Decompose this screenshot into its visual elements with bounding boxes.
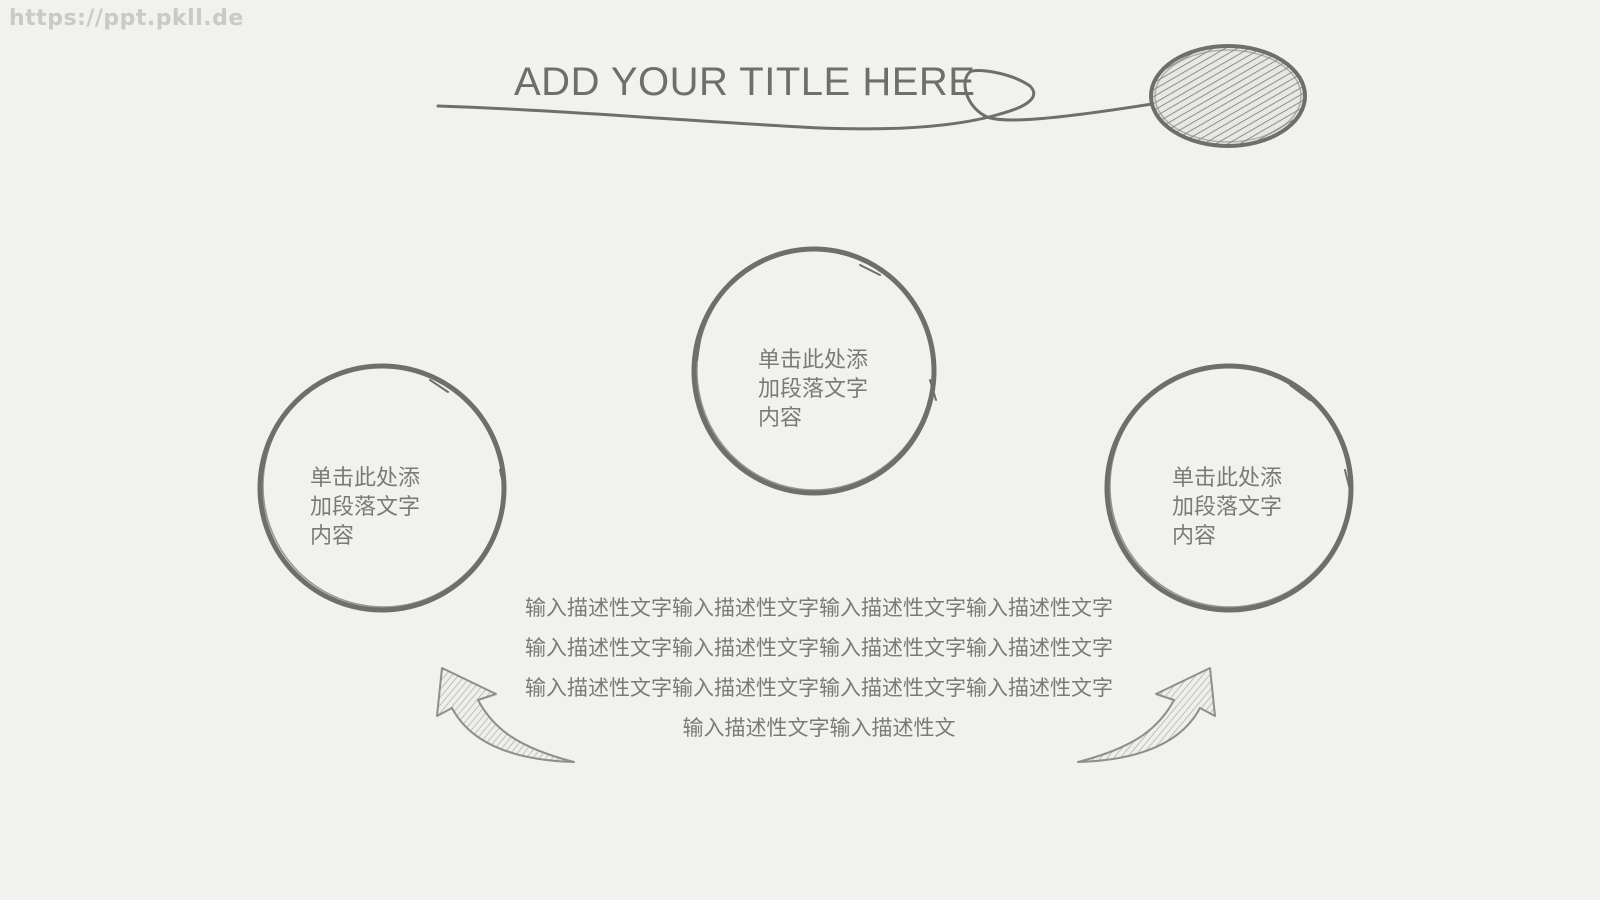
circle-left-text[interactable]: 单击此处添加段落文字内容 [310,466,421,549]
circle-top-text[interactable]: 单击此处添加段落文字内容 [758,348,869,431]
circle-top [691,246,937,496]
circle-right-text[interactable]: 单击此处添加段落文字内容 [1172,466,1283,549]
arrow-right-icon [1077,667,1216,763]
arrow-left-icon [436,667,575,763]
page-title[interactable]: ADD YOUR TITLE HERE [514,60,976,104]
circle-left [257,363,507,613]
description-text[interactable]: 输入描述性文字输入描述性文字输入描述性文字输入描述性文字输入描述性文字输入描述性… [525,596,1113,740]
ball-icon [1149,44,1307,148]
watermark: https://ppt.pkll.de [9,6,244,31]
circle-right [1104,363,1354,613]
title-swoosh [436,69,1154,131]
